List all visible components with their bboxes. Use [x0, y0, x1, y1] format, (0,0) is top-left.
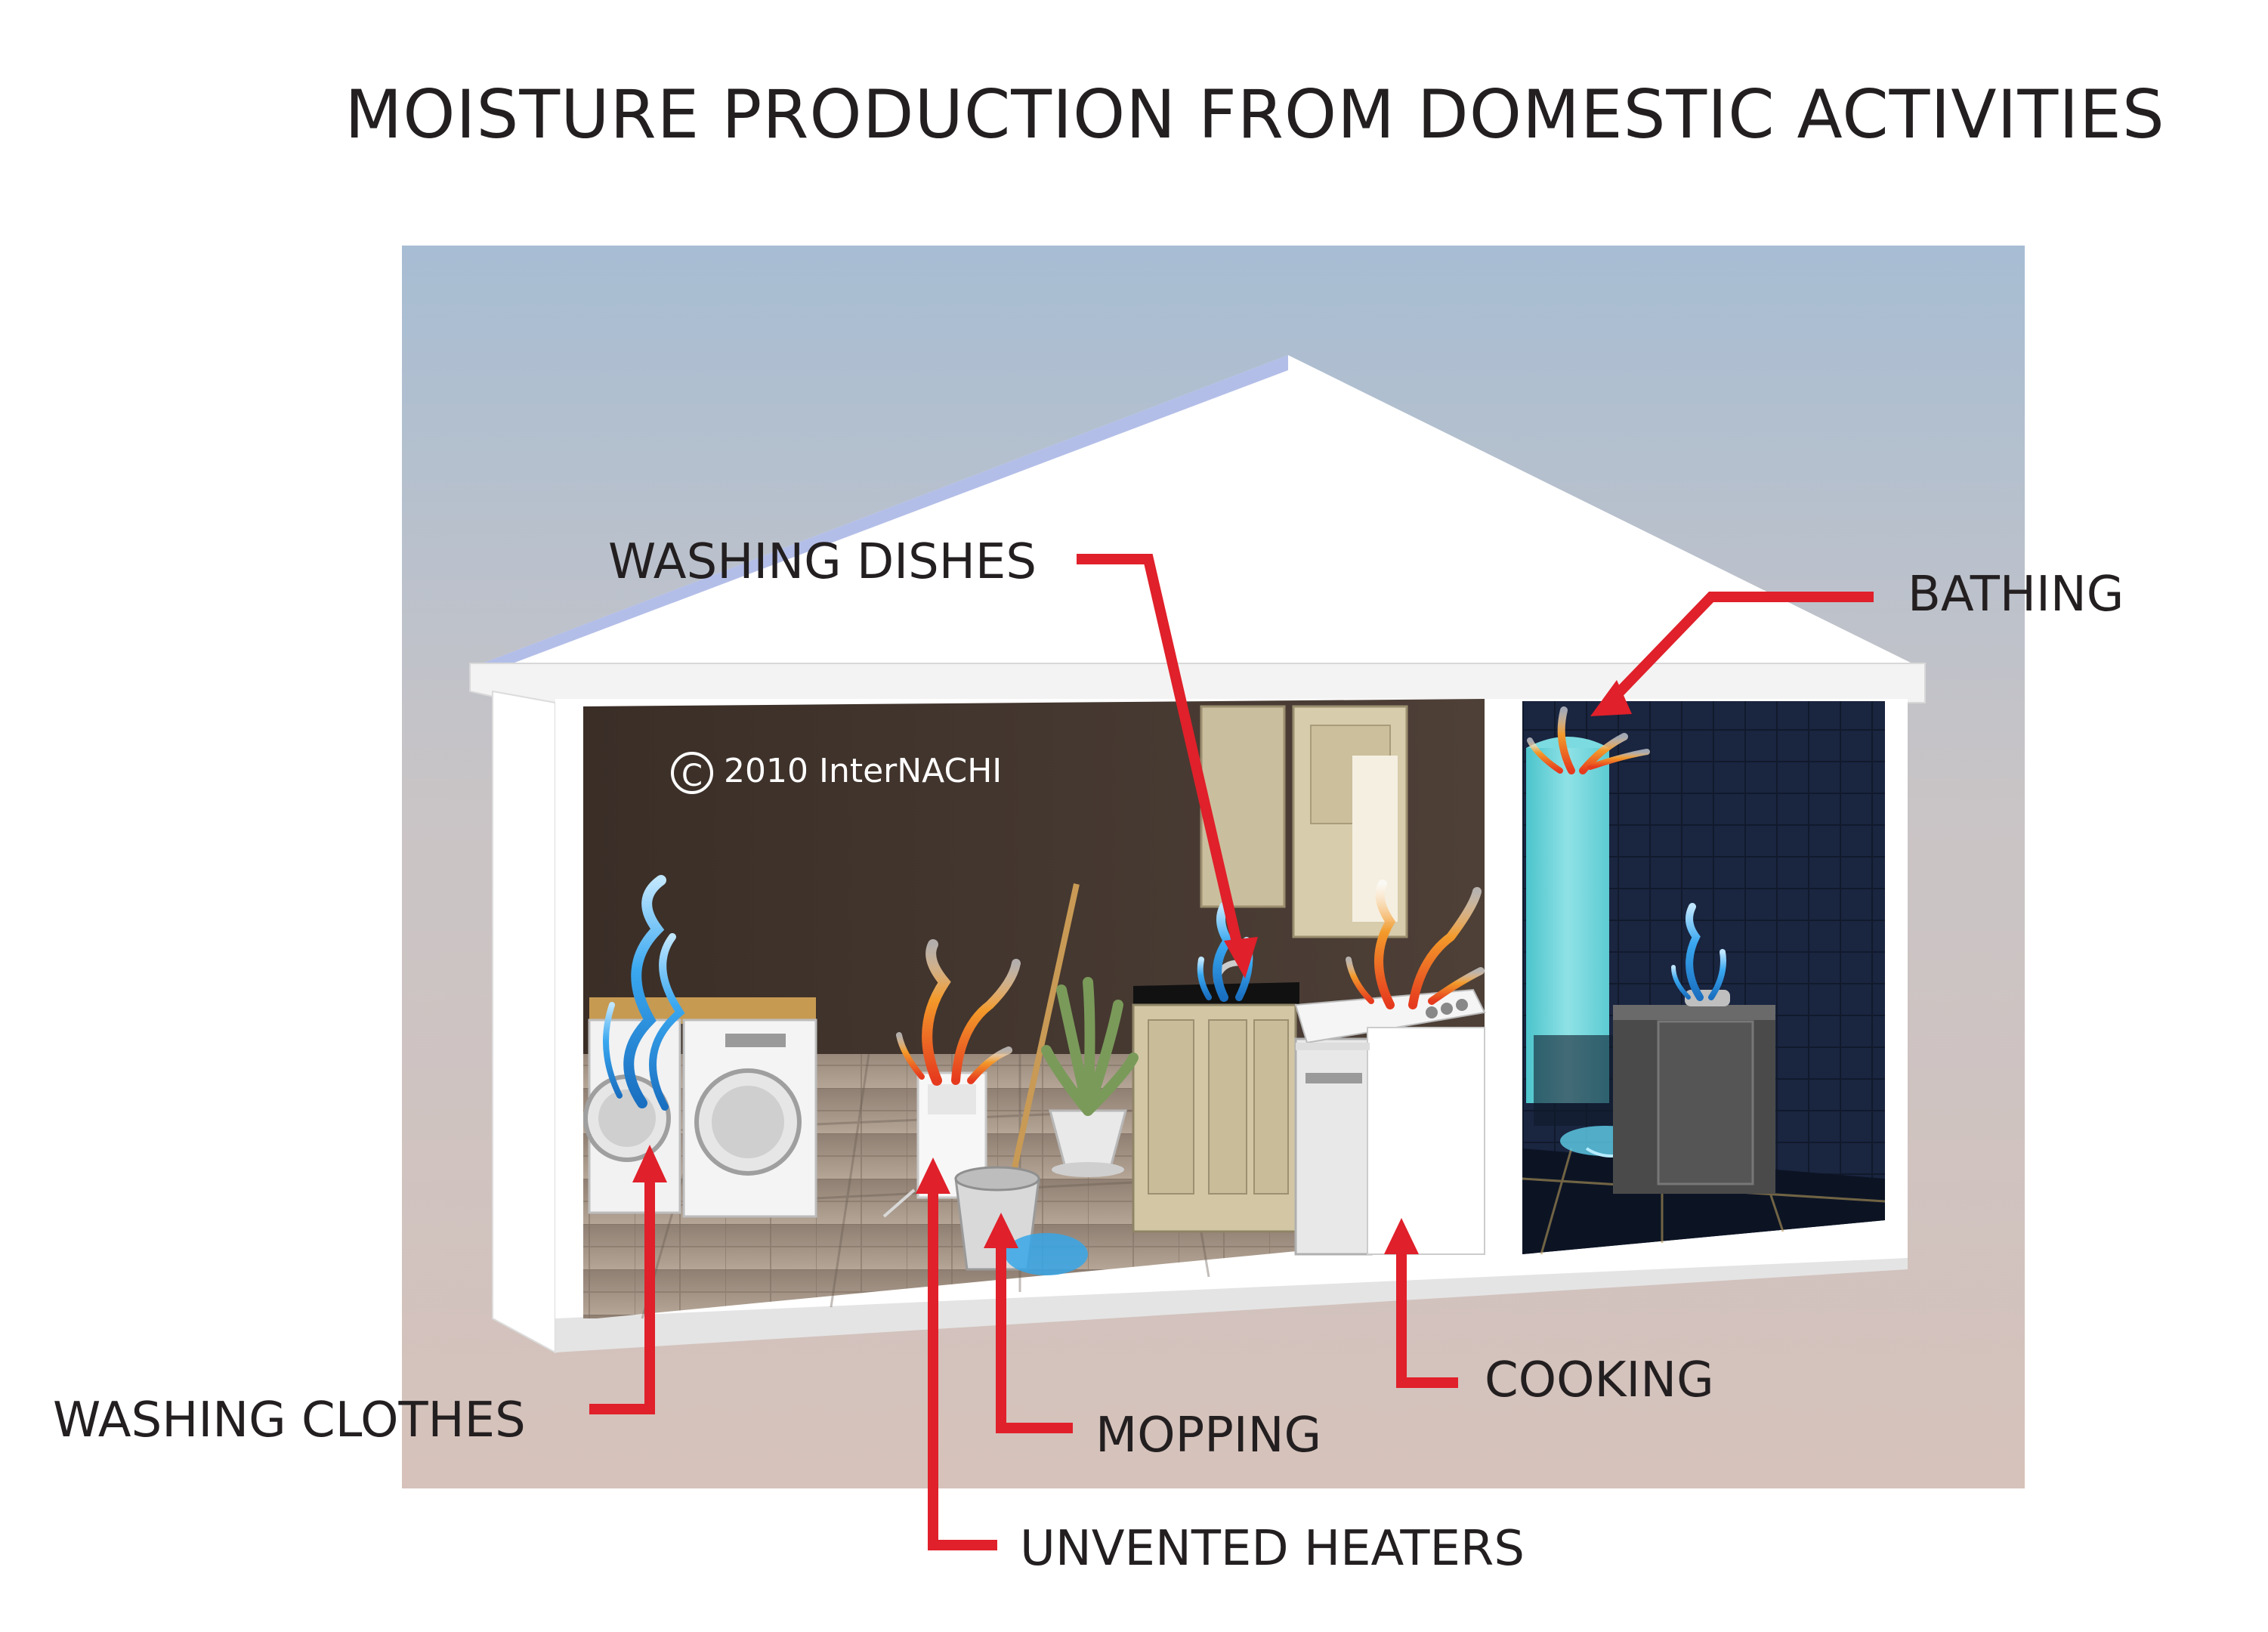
arrowhead-bathing — [1590, 680, 1632, 716]
steam-washing-clothes — [603, 875, 685, 1111]
washer-dryer — [583, 997, 817, 1218]
arrow-washing-clothes — [589, 1167, 655, 1414]
flames-unvented-heater — [896, 939, 1021, 1086]
arrowhead-unvented-heaters — [916, 1158, 950, 1194]
copyright-notice: C 2010 InterNACHI — [671, 752, 1002, 794]
flames-bathing — [1527, 706, 1650, 774]
label-unvented-heaters: UNVENTED HEATERS — [1020, 1521, 1525, 1577]
label-cooking: COOKING — [1485, 1352, 1714, 1408]
mop-and-bucket — [882, 883, 1088, 1275]
arrow-cooking — [1396, 1239, 1458, 1388]
label-bathing: BATHING — [1908, 567, 2124, 623]
arrowhead-mopping — [984, 1213, 1018, 1248]
label-mopping: MOPPING — [1095, 1408, 1322, 1464]
arrow-washing-dishes — [1077, 554, 1244, 954]
arrow-unvented-heaters — [928, 1179, 997, 1550]
bathroom-vanity — [1613, 990, 1775, 1194]
arrowhead-cooking — [1384, 1218, 1419, 1254]
arrowhead-washing-dishes — [1224, 937, 1258, 978]
arrow-mopping — [996, 1232, 1073, 1433]
potted-plant — [1041, 977, 1139, 1177]
arrowhead-washing-clothes — [632, 1145, 667, 1182]
steam-bathroom-sink — [1671, 903, 1726, 1001]
diagram-title: MOISTURE PRODUCTION FROM DOMESTIC ACTIVI… — [345, 76, 2165, 153]
flames-cooking — [1346, 879, 1485, 1009]
label-washing-clothes: WASHING CLOTHES — [53, 1392, 526, 1448]
label-washing-dishes: WASHING DISHES — [608, 534, 1037, 590]
stove — [1294, 988, 1486, 1255]
copyright-text: 2010 InterNACHI — [724, 752, 1003, 790]
arrow-bathing — [1605, 592, 1874, 706]
copyright-symbol-icon: C — [671, 752, 713, 794]
